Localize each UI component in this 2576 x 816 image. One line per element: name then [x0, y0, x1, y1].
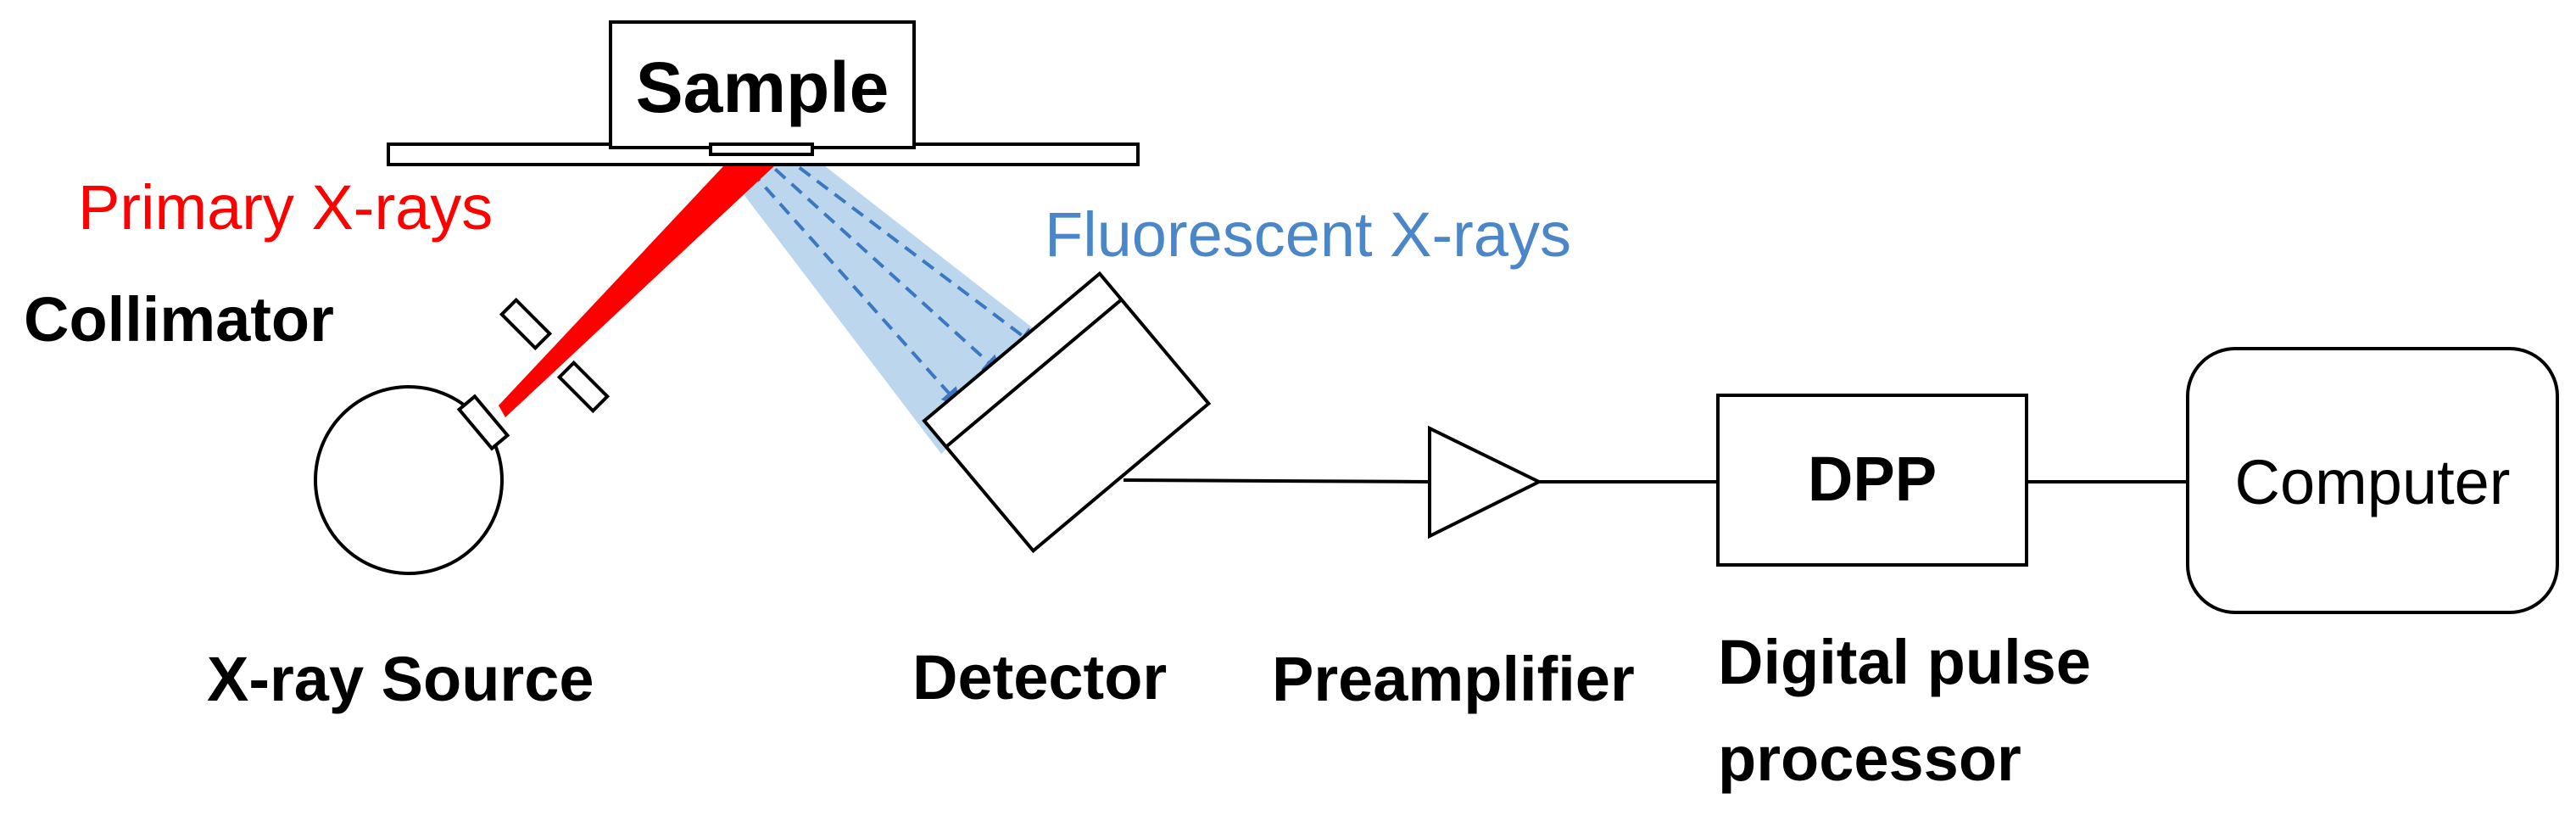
- computer-label: Computer: [2235, 447, 2511, 517]
- dpp-label: DPP: [1808, 444, 1937, 514]
- fluorescent-arrow: [780, 153, 1040, 349]
- fluorescent-arrow: [757, 153, 1003, 376]
- preamplifier-label: Preamplifier: [1272, 644, 1635, 714]
- primary-xray-beam: [499, 151, 789, 417]
- fluorescent-xray-arrows: [734, 153, 1040, 408]
- xray-source-label: X-ray Source: [207, 644, 594, 714]
- collimator-label: Collimator: [24, 284, 334, 355]
- collimator-plate-upper: [499, 297, 553, 351]
- fluorescent-xray-beam: [711, 151, 1058, 454]
- wire-detector-preamp: [1123, 478, 1430, 483]
- sample-aperture: [709, 143, 814, 156]
- detector-body: [922, 271, 1212, 554]
- detector-label: Detector: [912, 642, 1167, 713]
- xray-source-window: [456, 394, 510, 451]
- digital-pulse-processor-label-line2: processor: [1718, 724, 2021, 794]
- computer-box: [2186, 347, 2559, 614]
- detector-window-line: [945, 298, 1123, 449]
- sample-label: Sample: [636, 48, 889, 127]
- fluorescent-xrays-label: Fluorescent X-rays: [1045, 199, 1571, 270]
- digital-pulse-processor-label-line1: Digital pulse: [1718, 627, 2091, 697]
- detector: [922, 271, 1212, 554]
- preamplifier-symbol: [1428, 425, 1543, 539]
- xray-source-tube: [314, 385, 504, 575]
- collimator-plate-lower: [556, 360, 611, 414]
- fluorescent-arrow: [734, 153, 962, 408]
- sample-box: [609, 20, 916, 149]
- dpp-box: [1716, 394, 2028, 567]
- primary-xrays-label: Primary X-rays: [78, 172, 493, 243]
